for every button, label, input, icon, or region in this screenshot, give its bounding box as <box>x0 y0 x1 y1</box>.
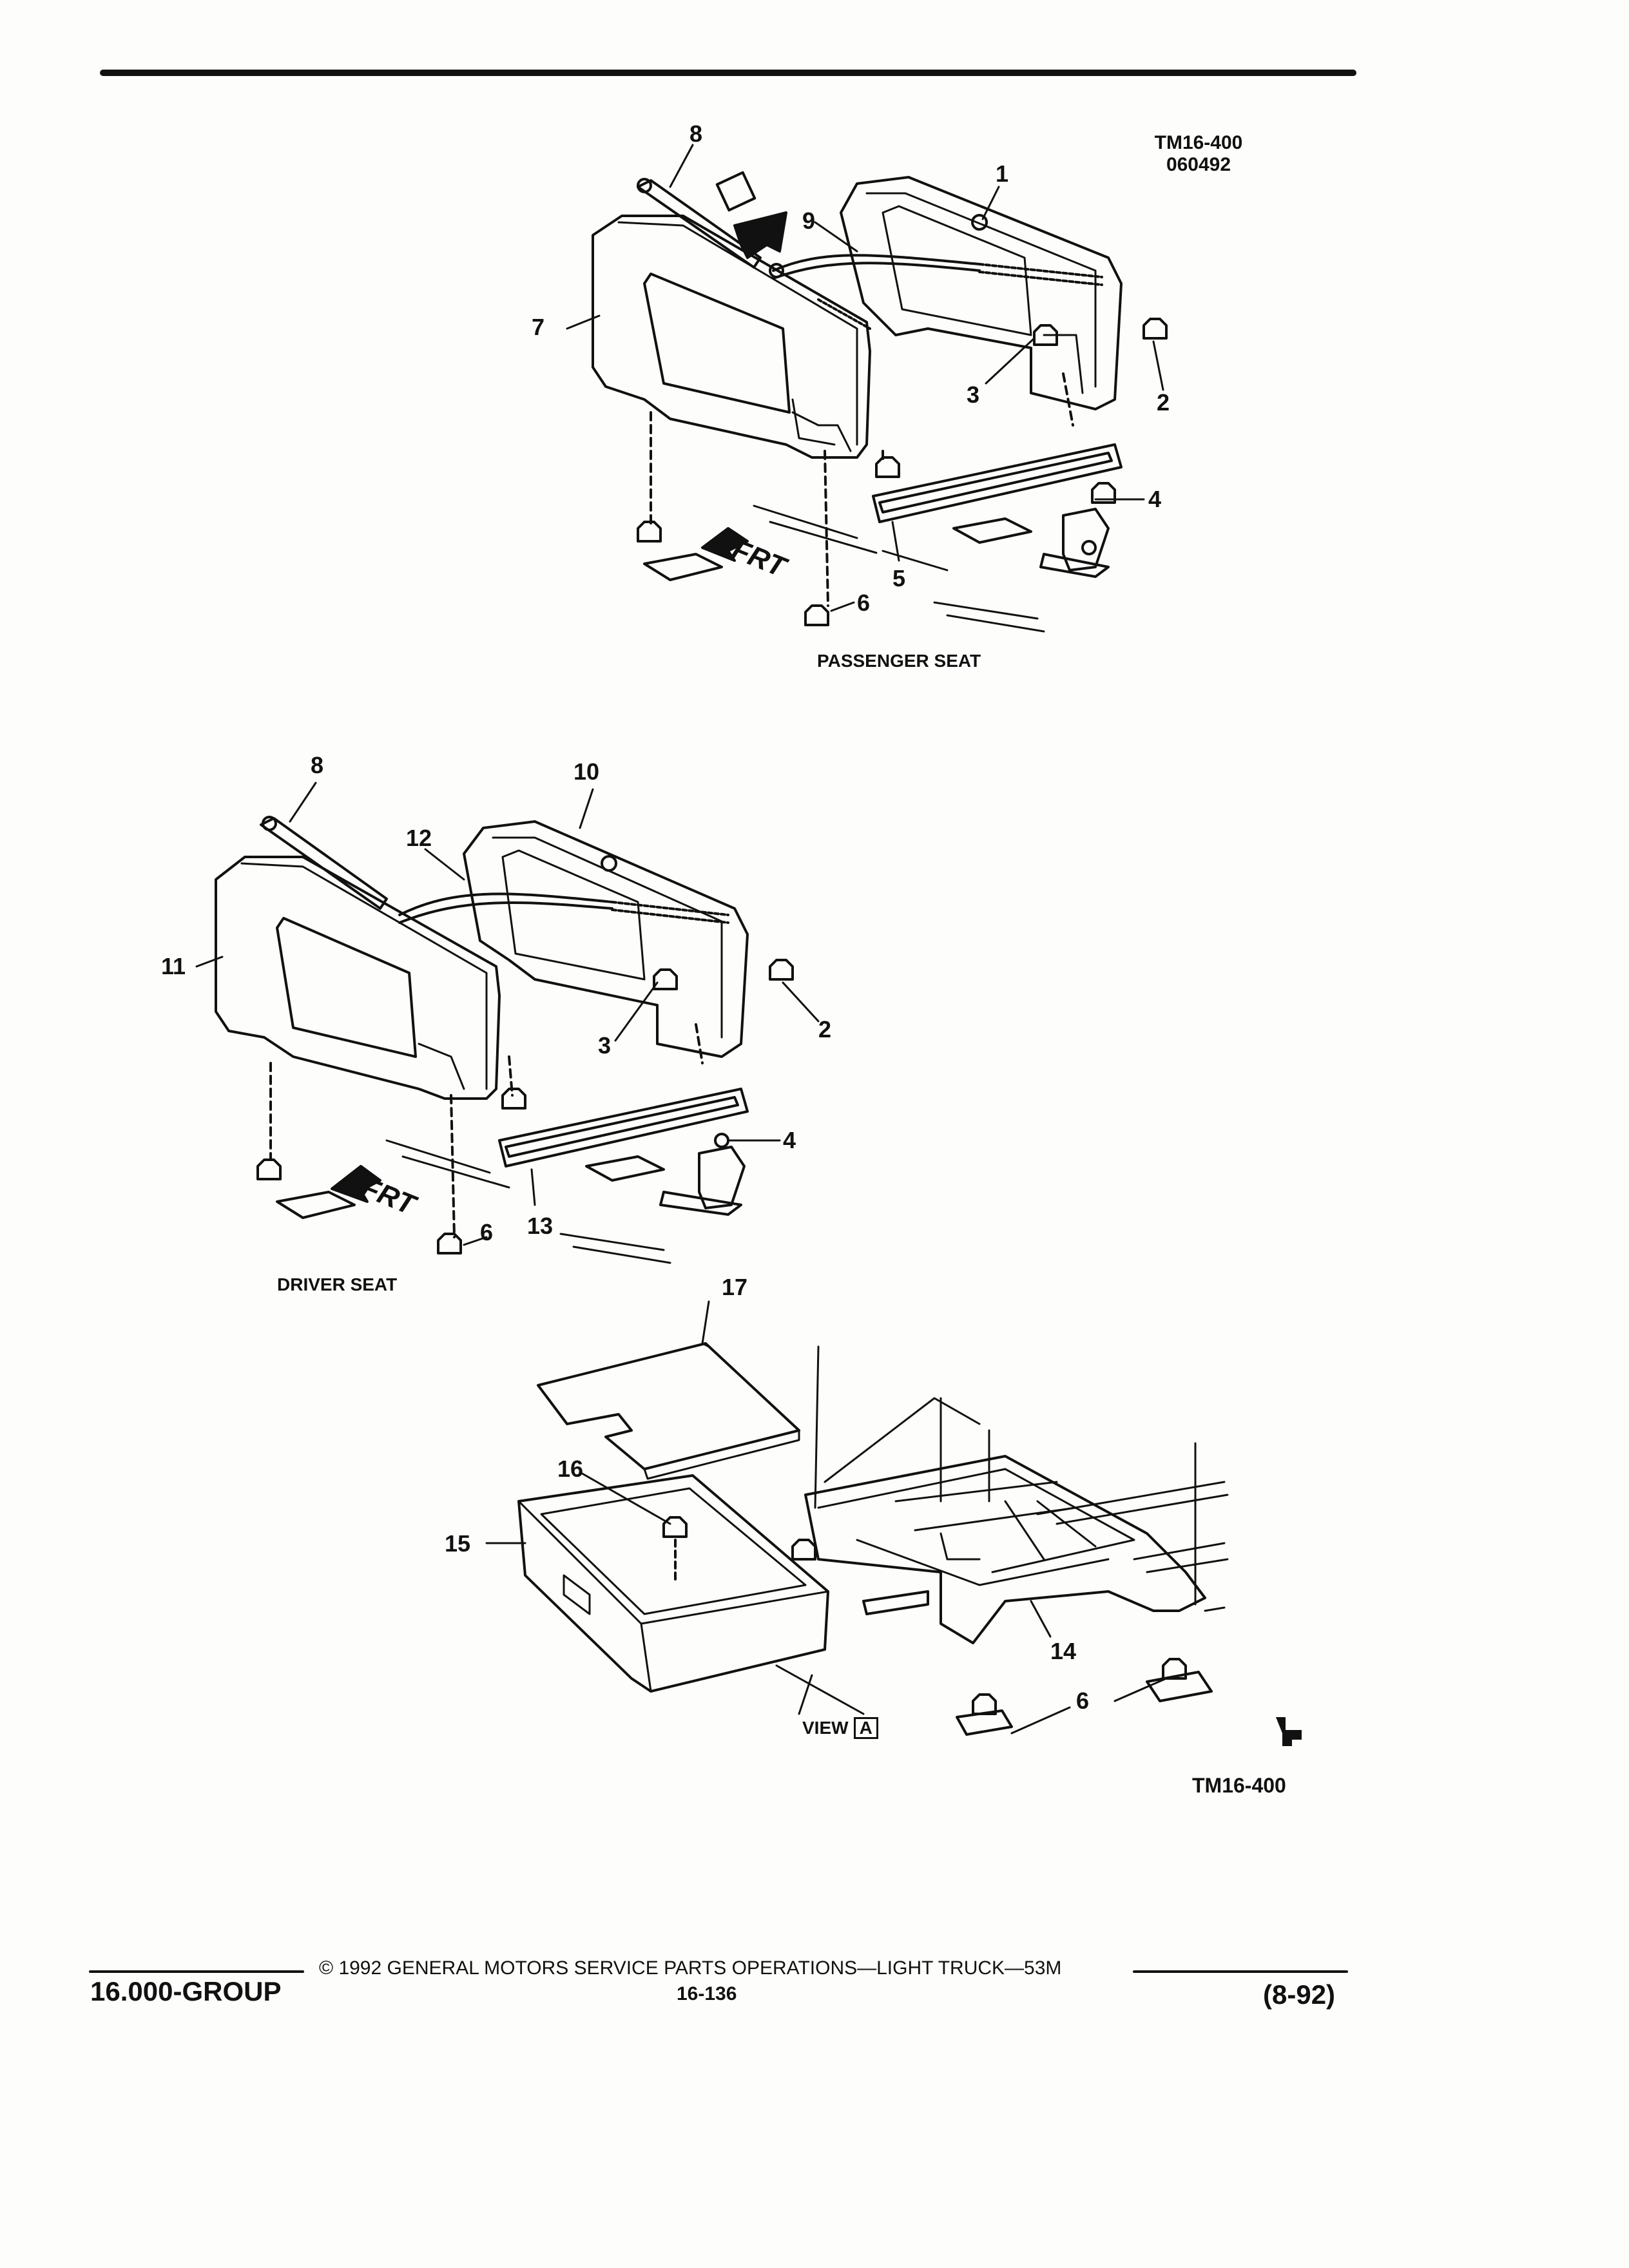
callout-7: 7 <box>532 314 545 340</box>
footer-group: 16.000-GROUP <box>90 1976 282 2006</box>
view-prefix: VIEW <box>802 1718 849 1738</box>
passenger-seat-assembly <box>566 144 1168 633</box>
callout-4-driver: 4 <box>783 1127 796 1153</box>
view-a-assembly <box>485 1300 1302 1746</box>
callout-4: 4 <box>1148 486 1162 512</box>
callout-12: 12 <box>406 825 432 851</box>
figure-id-header: TM16-400 060492 <box>1141 132 1257 175</box>
date-code: 060492 <box>1166 153 1231 175</box>
callout-15: 15 <box>445 1530 471 1557</box>
callout-13: 13 <box>527 1213 554 1239</box>
driver-seat-caption: DRIVER SEAT <box>277 1274 398 1294</box>
footer-revision: (8-92) <box>1263 1979 1336 2010</box>
callout-10: 10 <box>574 758 600 785</box>
callout-8-driver: 8 <box>311 752 324 778</box>
callout-9: 9 <box>802 207 816 234</box>
callout-11: 11 <box>161 953 186 979</box>
footer-page-number: 16-136 <box>677 1983 737 2004</box>
callout-14: 14 <box>1050 1638 1077 1664</box>
callout-6-view: 6 <box>1076 1687 1090 1714</box>
callout-2: 2 <box>1157 389 1170 416</box>
callout-5: 5 <box>892 565 906 591</box>
figure-id: TM16-400 <box>1154 132 1243 153</box>
driver-seat-assembly <box>195 782 820 1264</box>
callout-3: 3 <box>967 381 980 408</box>
passenger-seat-caption: PASSENGER SEAT <box>817 651 981 671</box>
callout-3-driver: 3 <box>598 1032 612 1059</box>
figure-id-bottom: TM16-400 <box>1192 1774 1286 1797</box>
callout-17: 17 <box>722 1274 748 1300</box>
callout-2-driver: 2 <box>818 1016 832 1043</box>
callout-8: 8 <box>689 120 703 147</box>
callout-16: 16 <box>557 1456 584 1482</box>
view-letter: A <box>853 1717 878 1739</box>
callout-1: 1 <box>996 160 1009 187</box>
callout-6: 6 <box>857 590 871 616</box>
footer-copyright: © 1992 GENERAL MOTORS SERVICE PARTS OPER… <box>319 1957 1062 1979</box>
callout-6-driver: 6 <box>480 1219 494 1245</box>
